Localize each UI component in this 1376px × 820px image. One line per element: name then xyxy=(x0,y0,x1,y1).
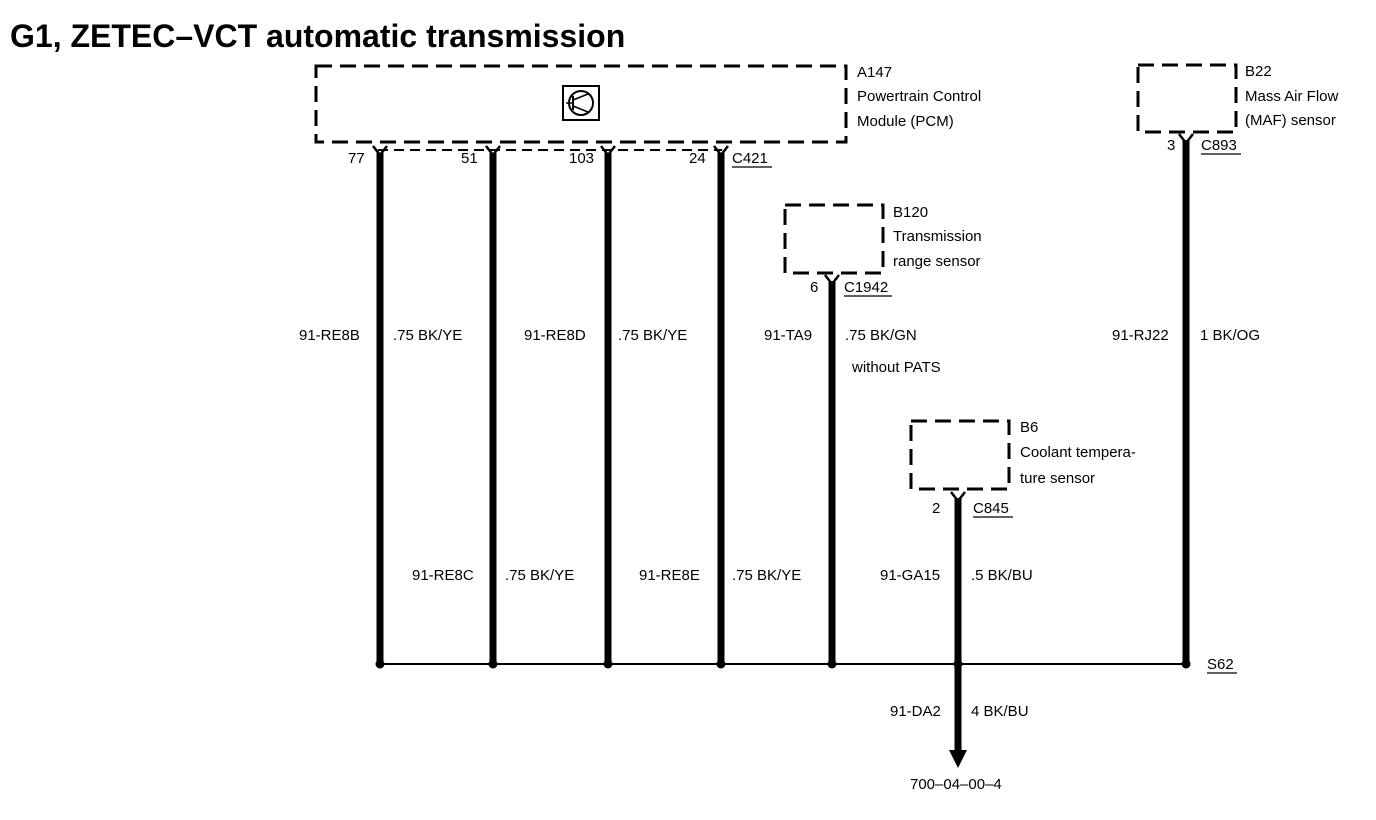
transistor-icon xyxy=(562,85,600,121)
wire-spec-label: .75 BK/YE xyxy=(732,567,801,584)
wire-code-label: 91-RJ22 xyxy=(1112,327,1169,344)
ground-arrow-icon xyxy=(949,750,967,768)
trs-name-line1: Transmission xyxy=(893,228,982,245)
wire-code-label: 91-TA9 xyxy=(764,327,812,344)
cts-id: B6 xyxy=(1020,419,1038,436)
wire-spec-label: .75 BK/YE xyxy=(618,327,687,344)
pcm-pin-label: 51 xyxy=(461,150,478,167)
trs-box xyxy=(783,203,885,275)
maf-name-line1: Mass Air Flow xyxy=(1245,88,1339,105)
maf-connector-label: C893 xyxy=(1201,137,1237,154)
wire-spec-label: .75 BK/GN xyxy=(845,327,917,344)
cts-pin-label: 2 xyxy=(932,500,940,517)
splice-label: S62 xyxy=(1207,656,1234,673)
wire-code-label: 91-GA15 xyxy=(880,567,940,584)
wire-code-label: 91-RE8C xyxy=(412,567,474,584)
cts-box xyxy=(909,419,1011,491)
cts-connector-label: C845 xyxy=(973,500,1009,517)
wire-spec-label: .75 BK/YE xyxy=(505,567,574,584)
ground-reference-label: 700–04–00–4 xyxy=(910,776,1002,793)
wire-code-label: 91-RE8E xyxy=(639,567,700,584)
pcm-pin-label: 77 xyxy=(348,150,365,167)
pcm-id: A147 xyxy=(857,64,892,81)
wire-spec-label: 4 BK/BU xyxy=(971,703,1029,720)
wire-spec-label: .5 BK/BU xyxy=(971,567,1033,584)
wire-spec-label: .75 BK/YE xyxy=(393,327,462,344)
pcm-box xyxy=(314,64,848,144)
trs-name-line2: range sensor xyxy=(893,253,981,270)
maf-pin-label: 3 xyxy=(1167,137,1175,154)
wire-code-label: 91-RE8B xyxy=(299,327,360,344)
wire-spec-label: 1 BK/OG xyxy=(1200,327,1260,344)
wire-code-label: 91-DA2 xyxy=(890,703,941,720)
cts-name-line1: Coolant tempera- xyxy=(1020,444,1136,461)
maf-name-line2: (MAF) sensor xyxy=(1245,112,1336,129)
wire-code-label: 91-RE8D xyxy=(524,327,586,344)
pcm-pin-label: 24 xyxy=(689,150,706,167)
maf-id: B22 xyxy=(1245,63,1272,80)
maf-sensor-box xyxy=(1136,63,1238,134)
pcm-name-line2: Module (PCM) xyxy=(857,113,954,130)
wire-note-label: without PATS xyxy=(851,359,941,376)
diagram-title: G1, ZETEC–VCT automatic transmission xyxy=(10,18,625,54)
trs-connector-label: C1942 xyxy=(844,279,888,296)
pcm-name-line1: Powertrain Control xyxy=(857,88,981,105)
pcm-connector-label: C421 xyxy=(732,150,768,167)
cts-name-line2: ture sensor xyxy=(1020,470,1095,487)
trs-id: B120 xyxy=(893,204,928,221)
pcm-pin-label: 103 xyxy=(569,150,594,167)
trs-pin-label: 6 xyxy=(810,279,818,296)
